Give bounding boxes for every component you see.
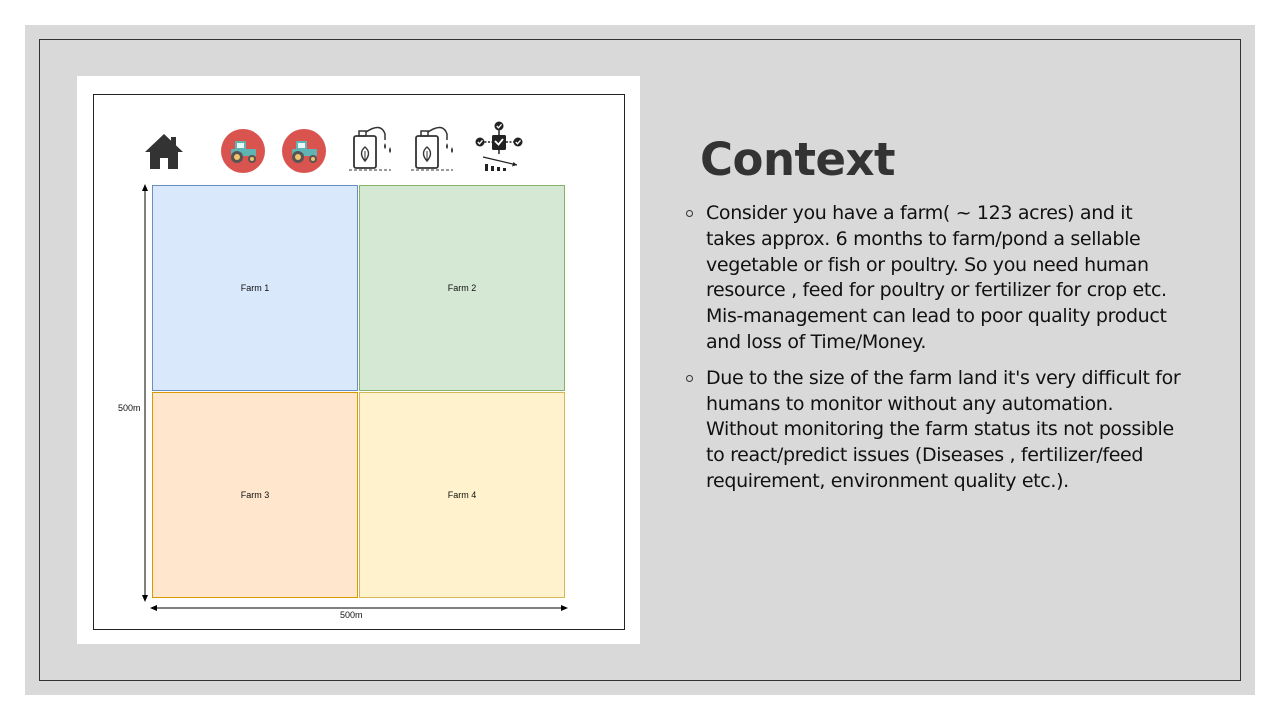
slide-frame bbox=[39, 39, 1241, 681]
farm-4-cell: Farm 4 bbox=[359, 392, 565, 598]
farm-3-label: Farm 3 bbox=[240, 490, 270, 500]
slide-title: Context bbox=[700, 133, 896, 186]
bullet-marker bbox=[686, 210, 693, 217]
farm-4-label: Farm 4 bbox=[447, 490, 477, 500]
farm-plot: Farm 1 Farm 2 Farm 3 Farm 4 bbox=[152, 185, 566, 599]
bullet-item: Consider you have a farm( ~ 123 acres) a… bbox=[686, 201, 1186, 356]
fertilizer-can-icon bbox=[349, 126, 391, 171]
width-dimension-arrow bbox=[150, 605, 568, 611]
farm-2-cell: Farm 2 bbox=[359, 185, 565, 391]
bullet-marker bbox=[686, 374, 693, 382]
tractor-icon bbox=[282, 129, 326, 173]
fertilizer-can-icon bbox=[411, 126, 453, 171]
diagram-border bbox=[93, 94, 625, 630]
analytics-icon bbox=[475, 121, 523, 171]
bullet-list: Consider you have a farm( ~ 123 acres) a… bbox=[686, 201, 1186, 505]
bullet-text: Consider you have a farm( ~ 123 acres) a… bbox=[706, 202, 1167, 353]
farm-2-label: Farm 2 bbox=[447, 283, 477, 293]
tractor-icon bbox=[221, 129, 265, 173]
farm-diagram: Farm 1 Farm 2 Farm 3 Farm 4 500m 500m bbox=[77, 76, 640, 644]
farm-1-cell: Farm 1 bbox=[152, 185, 358, 391]
width-label: 500m bbox=[340, 610, 363, 620]
bullet-item: Due to the size of the farm land it's ve… bbox=[686, 366, 1186, 495]
bullet-text: Due to the size of the farm land it's ve… bbox=[706, 366, 1181, 492]
home-icon bbox=[145, 134, 183, 169]
farm-1-label: Farm 1 bbox=[240, 283, 270, 293]
height-label: 500m bbox=[118, 403, 141, 413]
farm-3-cell: Farm 3 bbox=[152, 392, 358, 598]
height-dimension-arrow bbox=[142, 184, 148, 602]
